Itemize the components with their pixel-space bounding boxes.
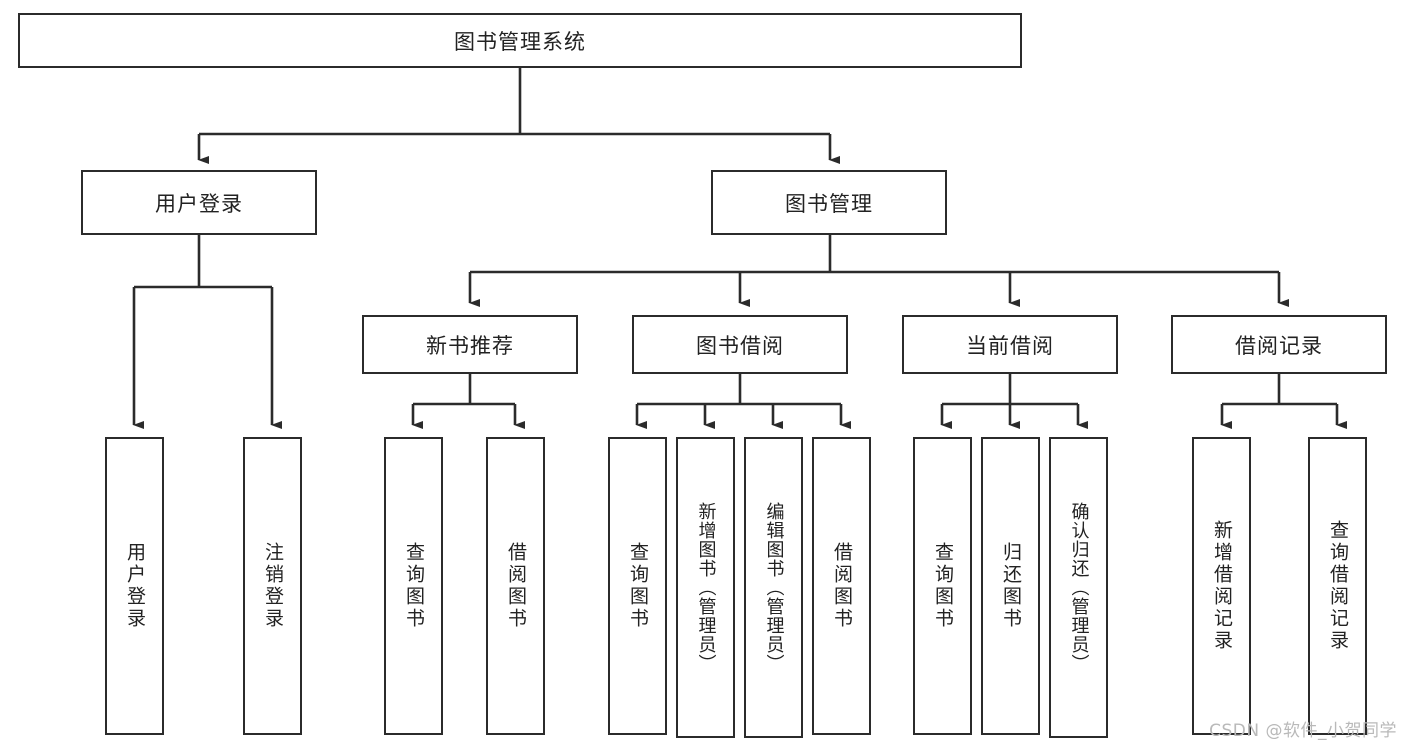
leaf-query-book-1-label: 查询图书 [403, 542, 425, 630]
leaf-add-record[interactable]: 新增借阅记录 [1192, 437, 1251, 735]
node-borrow-record-label: 借阅记录 [1235, 333, 1323, 358]
leaf-return-book-label: 归还图书 [1000, 542, 1022, 630]
leaf-borrow-book-1[interactable]: 借阅图书 [486, 437, 545, 735]
leaf-query-record[interactable]: 查询借阅记录 [1308, 437, 1367, 735]
node-user-login-label: 用户登录 [155, 191, 243, 216]
node-borrow-record[interactable]: 借阅记录 [1171, 315, 1387, 374]
leaf-add-book[interactable]: 新增图书（管理员） [676, 437, 735, 738]
leaf-user-logout-label: 注销登录 [262, 542, 284, 630]
leaf-edit-book-label: 编辑图书（管理员） [763, 502, 785, 673]
leaf-borrow-book-2[interactable]: 借阅图书 [812, 437, 871, 735]
node-book-management-label: 图书管理 [785, 191, 873, 216]
leaf-user-login-label: 用户登录 [124, 542, 146, 630]
node-new-book-recommend[interactable]: 新书推荐 [362, 315, 578, 374]
leaf-query-book-3[interactable]: 查询图书 [913, 437, 972, 735]
leaf-query-book-2[interactable]: 查询图书 [608, 437, 667, 735]
leaf-borrow-book-1-label: 借阅图书 [505, 542, 527, 630]
leaf-user-logout[interactable]: 注销登录 [243, 437, 302, 735]
leaf-query-record-label: 查询借阅记录 [1327, 520, 1349, 652]
leaf-user-login[interactable]: 用户登录 [105, 437, 164, 735]
node-root-label: 图书管理系统 [454, 29, 586, 54]
leaf-confirm-return-label: 确认归还（管理员） [1068, 502, 1090, 673]
node-root[interactable]: 图书管理系统 [18, 13, 1022, 68]
leaf-query-book-3-label: 查询图书 [932, 542, 954, 630]
leaf-borrow-book-2-label: 借阅图书 [831, 542, 853, 630]
node-current-borrow-label: 当前借阅 [966, 333, 1054, 358]
leaf-confirm-return[interactable]: 确认归还（管理员） [1049, 437, 1108, 738]
node-user-login[interactable]: 用户登录 [81, 170, 317, 235]
leaf-edit-book[interactable]: 编辑图书（管理员） [744, 437, 803, 738]
node-new-book-recommend-label: 新书推荐 [426, 333, 514, 358]
node-book-borrow[interactable]: 图书借阅 [632, 315, 848, 374]
csdn-watermark: CSDN @软件_小贺同学 [1209, 721, 1397, 741]
leaf-query-book-2-label: 查询图书 [627, 542, 649, 630]
leaf-add-record-label: 新增借阅记录 [1211, 520, 1233, 652]
leaf-query-book-1[interactable]: 查询图书 [384, 437, 443, 735]
node-book-borrow-label: 图书借阅 [696, 333, 784, 358]
node-current-borrow[interactable]: 当前借阅 [902, 315, 1118, 374]
node-book-management[interactable]: 图书管理 [711, 170, 947, 235]
leaf-add-book-label: 新增图书（管理员） [695, 502, 717, 673]
leaf-return-book[interactable]: 归还图书 [981, 437, 1040, 735]
